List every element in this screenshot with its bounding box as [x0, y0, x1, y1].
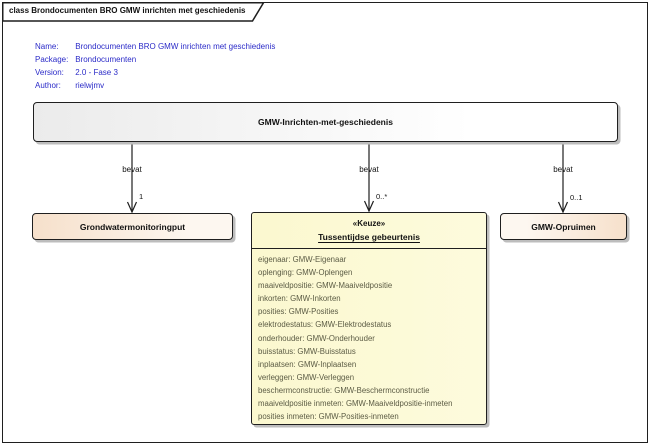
class-node-header: «Keuze» Tussentijdse gebeurtenis — [252, 213, 486, 249]
attribute-item: posities: GMW-Posities — [258, 307, 339, 317]
metadata-value: Brondocumenten BRO GMW inrichten met ges… — [75, 42, 276, 51]
multiplicity-label-1: 1 — [139, 192, 144, 201]
multiplicity-label-2: 0..* — [376, 192, 388, 201]
metadata-row-name: Name: Brondocumenten BRO GMW inrichten m… — [35, 40, 275, 53]
edge-label-bevat-3: bevat — [553, 165, 573, 174]
attribute-item: posities inmeten: GMW-Posities-inmeten — [258, 412, 399, 422]
attribute-item: oplenging: GMW-Oplengen — [258, 268, 353, 278]
metadata-value: 2.0 - Fase 3 — [75, 68, 118, 77]
attribute-item: maaiveldpositie inmeten: GMW-Maaiveldpos… — [258, 399, 453, 409]
attribute-item: buisstatus: GMW-Buisstatus — [258, 346, 356, 356]
diagram-tab: class Brondocumenten BRO GMW inrichten m… — [2, 2, 266, 23]
class-node-gmw-inrichten-met-geschiedenis[interactable]: GMW-Inrichten-met-geschiedenis — [33, 102, 618, 142]
attribute-item: inkorten: GMW-Inkorten — [258, 294, 341, 304]
class-node-tussentijdse-gebeurtenis[interactable]: «Keuze» Tussentijdse gebeurtenis eigenaa… — [251, 212, 487, 425]
attribute-compartment: eigenaar: GMW-Eigenaar oplenging: GMW-Op… — [252, 249, 486, 423]
attribute-item: beschermconstructie: GMW-Beschermconstru… — [258, 385, 430, 395]
metadata-row-author: Author: rielwjmv — [35, 79, 275, 92]
metadata-row-package: Package: Brondocumenten — [35, 53, 275, 66]
tab-shape — [2, 2, 265, 22]
class-node-title: Grondwatermonitoringput — [79, 221, 186, 232]
multiplicity-label-3: 0..1 — [570, 193, 583, 202]
metadata-value: rielwjmv — [75, 81, 105, 90]
metadata-label: Version: — [35, 68, 64, 77]
metadata-label: Name: — [35, 42, 59, 51]
class-node-title: GMW-Inrichten-met-geschiedenis — [258, 117, 393, 127]
attribute-item: onderhouder: GMW-Onderhouder — [258, 333, 375, 343]
edge-label-bevat-1: bevat — [122, 165, 142, 174]
attribute-item: verleggen: GMW-Verleggen — [258, 372, 355, 382]
attribute-item: inplaatsen: GMW-Inplaatsen — [258, 359, 357, 369]
attribute-item: maaiveldpositie: GMW-Maaiveldpositie — [258, 281, 393, 291]
metadata-label: Author: — [35, 81, 61, 90]
attribute-item: elektrodestatus: GMW-Elektrodestatus — [258, 320, 392, 330]
edge-label-bevat-2: bevat — [359, 165, 379, 174]
metadata-value: Brondocumenten — [75, 55, 137, 64]
attribute-item: eigenaar: GMW-Eigenaar — [258, 255, 347, 264]
stereotype-label: «Keuze» — [352, 219, 386, 228]
class-node-title: GMW-Opruimen — [531, 221, 596, 232]
diagram-metadata: Name: Brondocumenten BRO GMW inrichten m… — [35, 40, 275, 92]
diagram-tab-label: class Brondocumenten BRO GMW inrichten m… — [9, 6, 246, 15]
metadata-label: Package: — [35, 55, 69, 64]
class-node-grondwatermonitoringput[interactable]: Grondwatermonitoringput — [32, 213, 233, 240]
metadata-row-version: Version: 2.0 - Fase 3 — [35, 66, 275, 79]
class-node-gmw-opruimen[interactable]: GMW-Opruimen — [500, 213, 627, 240]
tab-polygon — [2, 2, 265, 22]
class-node-title: Tussentijdse gebeurtenis — [318, 232, 420, 242]
